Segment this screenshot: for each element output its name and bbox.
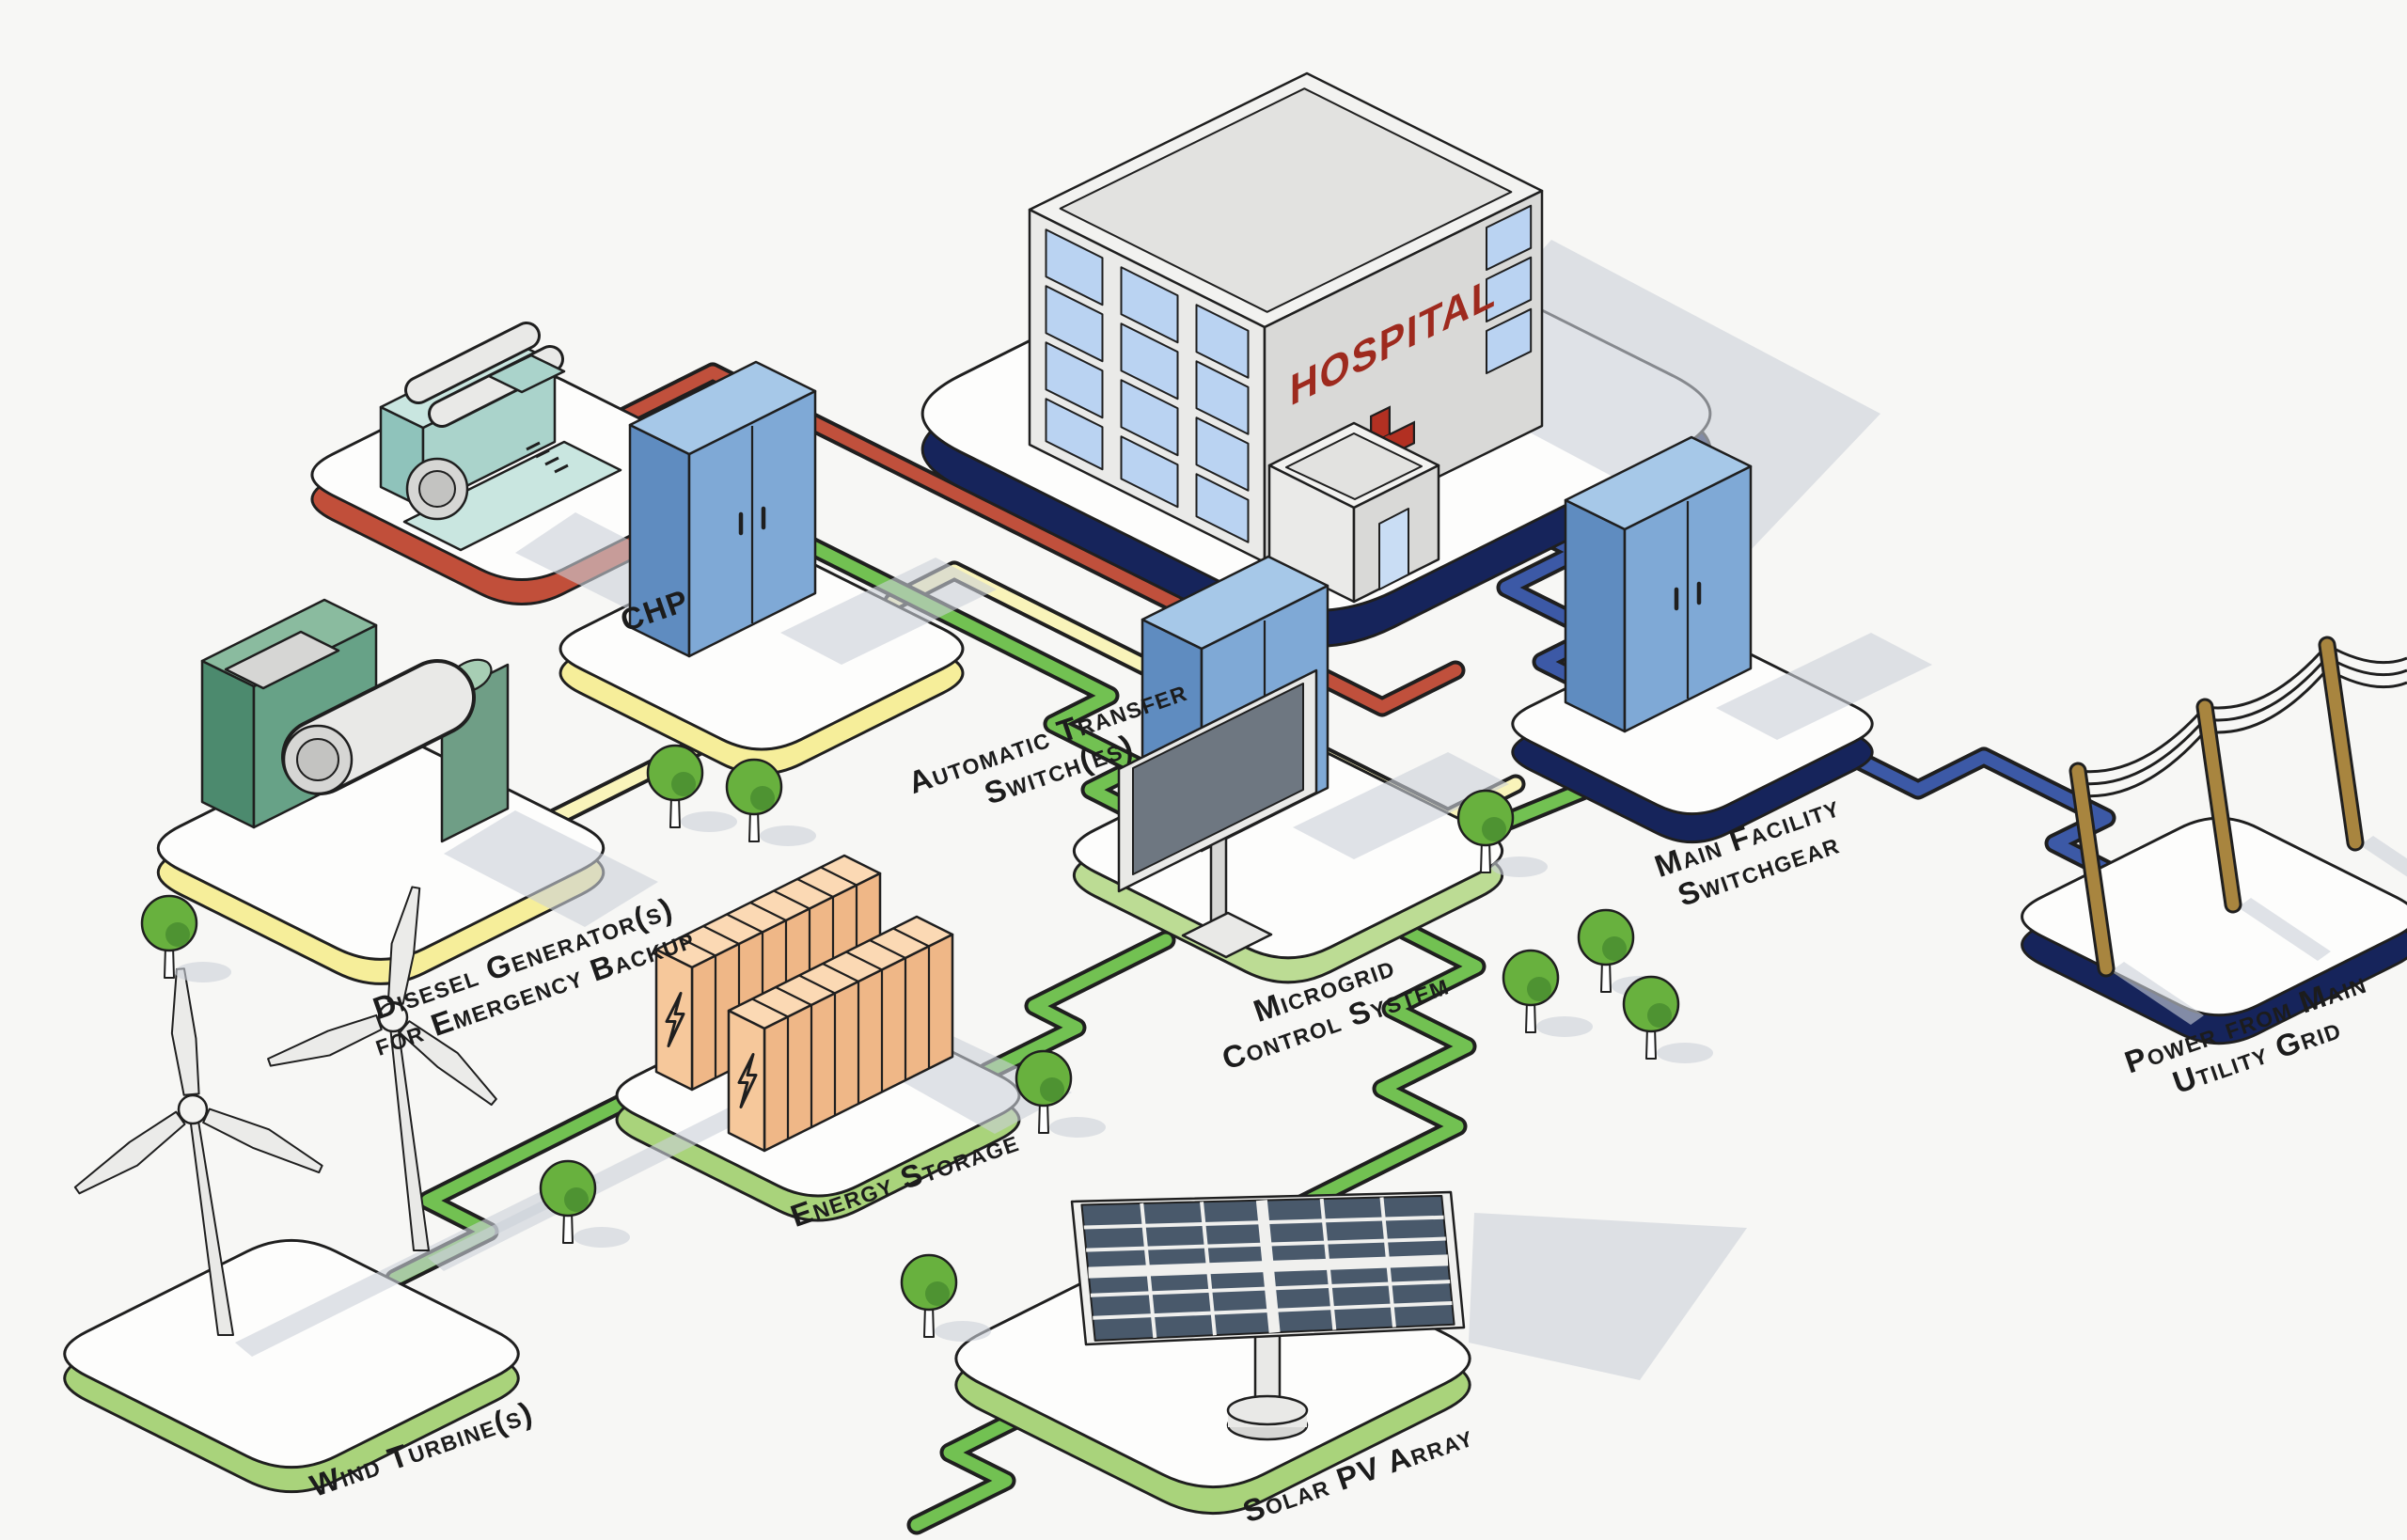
entrance-door — [1378, 508, 1409, 590]
turbine-shadow — [235, 1171, 600, 1357]
ats-shadow — [780, 558, 997, 665]
switchgear-shadow — [1716, 633, 1932, 740]
wire-microgrid-solar — [1150, 924, 1483, 1283]
hospital-roof-inner — [1059, 87, 1513, 313]
gen-block-left — [200, 659, 256, 829]
chp-unit — [379, 322, 622, 552]
ats-cabinet-top — [628, 360, 817, 456]
hospital-window — [1045, 398, 1104, 471]
hospital-building — [1028, 71, 1544, 604]
diesel-shadow — [444, 810, 658, 927]
hospital-window — [1120, 322, 1179, 401]
battery-front — [654, 948, 694, 1092]
wire-switchgear-utility — [1827, 741, 2122, 881]
solar-shadow — [1469, 1213, 1747, 1380]
hospital-window — [1486, 307, 1533, 374]
chp-top-box — [487, 354, 566, 394]
bolt-icon — [665, 992, 685, 1047]
hospital-entrance — [1267, 421, 1440, 604]
wind-turbine-1 — [73, 967, 323, 1336]
hospital-window — [1195, 304, 1250, 379]
wind-turbine-2-blade — [399, 1020, 497, 1107]
hospital-window — [1486, 256, 1533, 322]
control-monitor — [1117, 668, 1318, 959]
switchgear-cabinet-top — [1564, 435, 1753, 531]
tree — [1502, 949, 1593, 1037]
pole-shadow — [2360, 836, 2407, 877]
chp-base — [402, 440, 622, 552]
hospital-window — [1045, 228, 1104, 306]
solar-panel — [1070, 1190, 1466, 1441]
hospital-window — [1486, 204, 1533, 271]
microgrid-shadow — [1293, 752, 1509, 859]
wire-storage-microgrid — [981, 934, 1172, 1078]
bolt-icon — [737, 1053, 758, 1108]
entrance-roof-inner — [1285, 432, 1423, 500]
switchgear-cabinet — [1564, 435, 1753, 733]
ats-cabinet — [628, 360, 817, 658]
wind-turbine-2-blade — [386, 886, 421, 1005]
hospital-window — [1045, 341, 1104, 419]
control-cabinet-top — [1141, 555, 1329, 651]
utility-poles — [2069, 636, 2407, 978]
wire-chp-microgrid — [703, 489, 1149, 823]
tree — [725, 758, 816, 846]
tree — [1622, 975, 1713, 1063]
tree — [140, 894, 231, 982]
switchgear-cabinet-left — [1564, 498, 1627, 733]
monitor-screen — [1132, 683, 1304, 875]
hospital-window — [1120, 379, 1179, 457]
wind-turbine-1-blade — [170, 967, 200, 1096]
battery-front — [727, 1009, 766, 1153]
tree — [1456, 789, 1548, 877]
platform-wind-top — [63, 1238, 520, 1469]
power-lines — [2077, 643, 2407, 774]
monitor-base — [1181, 911, 1273, 959]
hospital-window — [1195, 360, 1250, 435]
wind-turbine-2 — [267, 886, 497, 1251]
wire-solar-out — [910, 1404, 1041, 1532]
tree — [1015, 1049, 1106, 1138]
tree — [646, 744, 737, 832]
hospital-window — [1045, 285, 1104, 363]
battery-rack — [727, 915, 954, 1153]
tree — [900, 1253, 991, 1342]
pole-shadow — [2111, 962, 2204, 1025]
turbine-shadow — [428, 1093, 773, 1271]
hospital-window — [1120, 266, 1179, 344]
hospital-window — [1195, 416, 1250, 492]
objects-layer — [73, 71, 2407, 1441]
wind-turbine-1-blade — [73, 1110, 186, 1195]
wind-turbine-1-blade — [202, 1108, 323, 1174]
pole-shadow — [2238, 898, 2331, 961]
hospital-window — [1120, 435, 1179, 509]
diesel-generator — [200, 598, 510, 843]
gen-top-box — [224, 630, 340, 690]
wind-turbine-2-blade — [267, 1014, 383, 1067]
tree — [539, 1159, 630, 1248]
shadows-layer — [235, 240, 2407, 1380]
hospital-window — [1195, 473, 1250, 543]
wire-chp-hospital — [595, 366, 1462, 714]
